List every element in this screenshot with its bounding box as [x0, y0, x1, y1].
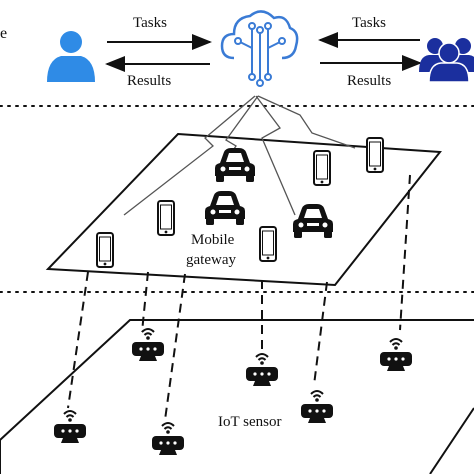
- iot-sensor-icon: [53, 410, 87, 444]
- smartphone-icon: [313, 150, 331, 186]
- smartphone-icon: [96, 232, 114, 268]
- smartphone-icon: [366, 137, 384, 173]
- users-group-icon: [419, 38, 474, 83]
- left-results-label: Results: [127, 73, 171, 89]
- iot-sensor-icon: [300, 390, 334, 424]
- gateway-label-line1: Mobile: [191, 232, 235, 248]
- sensor-plane-border: [0, 319, 474, 474]
- smartphone-icon: [157, 200, 175, 236]
- iot-sensor-icon: [151, 422, 185, 456]
- sensor-label: IoT sensor: [218, 414, 281, 430]
- cloud-network-icon: [220, 10, 299, 87]
- smartphone-icon: [259, 226, 277, 262]
- user-icon: [47, 31, 95, 82]
- left-tasks-label: Tasks: [133, 15, 167, 31]
- iot-sensor-icon: [379, 338, 413, 372]
- gateway-label-line2: gateway: [186, 252, 236, 268]
- right-tasks-label: Tasks: [352, 15, 386, 31]
- left-edge-text: e: [0, 25, 7, 42]
- iot-sensor-icon: [245, 353, 279, 387]
- right-results-label: Results: [347, 73, 391, 89]
- sensor-connectors: [67, 174, 411, 421]
- iot-sensor-icon: [131, 328, 165, 362]
